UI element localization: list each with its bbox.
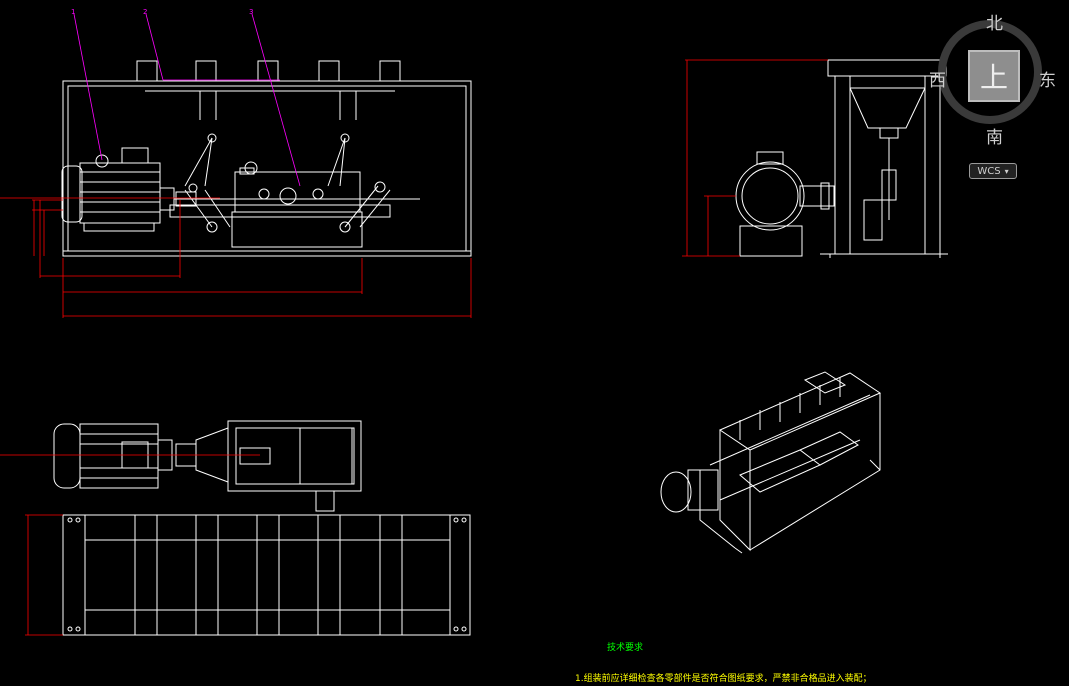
callout-1: 1 bbox=[71, 8, 75, 16]
plan-view bbox=[53, 420, 471, 636]
viewcube-north-label[interactable]: 北 bbox=[986, 14, 1003, 34]
viewcube-south-label[interactable]: 南 bbox=[986, 128, 1003, 148]
isometric-view bbox=[660, 371, 882, 554]
front-view bbox=[61, 60, 472, 257]
chevron-down-icon: ▾ bbox=[1004, 166, 1009, 176]
viewcube[interactable]: 上 北 南 东 西 bbox=[929, 14, 1056, 148]
callout-3: 3 bbox=[249, 8, 253, 16]
viewcube-compass-ring[interactable] bbox=[938, 20, 1042, 124]
viewcube-top-face[interactable]: 上 bbox=[968, 50, 1020, 102]
side-view bbox=[735, 59, 948, 258]
wcs-label: WCS bbox=[977, 165, 1001, 177]
callout-2: 2 bbox=[143, 8, 147, 16]
viewcube-west-label[interactable]: 西 bbox=[929, 71, 946, 91]
technical-requirements-line-1: 1.组装前应详细检查各零部件是否符合图纸要求，严禁非合格品进入装配； bbox=[575, 674, 872, 684]
viewcube-east-label[interactable]: 东 bbox=[1039, 71, 1056, 91]
technical-requirements-title: 技术要求 bbox=[607, 643, 644, 653]
wcs-dropdown[interactable]: WCS ▾ bbox=[969, 163, 1017, 179]
dimensions bbox=[0, 59, 828, 636]
leaders bbox=[73, 13, 301, 187]
